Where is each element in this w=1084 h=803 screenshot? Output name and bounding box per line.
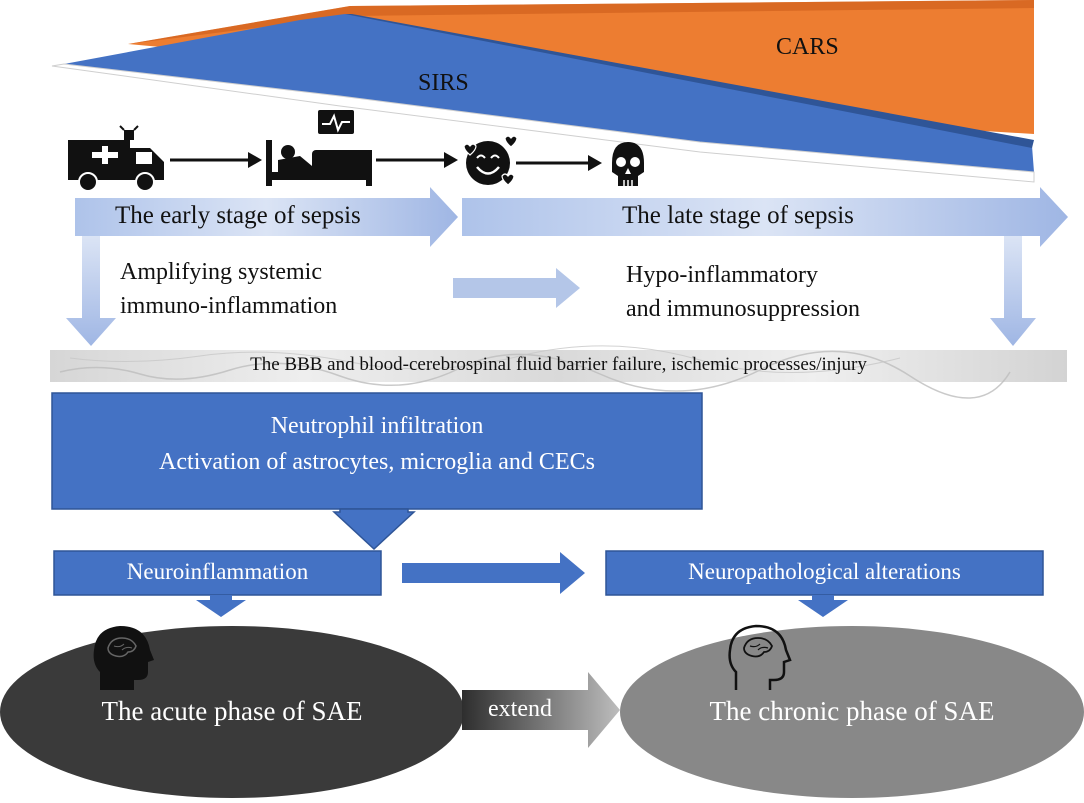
smiling-face-hearts-icon	[463, 135, 518, 186]
early-description-line2: immuno-inflammation	[120, 293, 338, 319]
cars-label: CARS	[776, 34, 839, 60]
neuroinflammation-down-arrow	[196, 595, 246, 617]
chronic-phase-label: The chronic phase of SAE	[709, 696, 995, 726]
neuroinflammation-box	[53, 550, 382, 596]
neuroinflammation-label: Neuroinflammation	[126, 559, 309, 584]
neutrophil-line2: Activation of astrocytes, microglia and …	[159, 449, 595, 475]
head-brain-icon-chronic	[728, 624, 792, 690]
sirs-curve-edge	[345, 14, 1034, 148]
neuropathological-label: Neuropathological alterations	[688, 559, 961, 584]
neuropathological-down-arrow	[798, 595, 848, 617]
early-stage-arrow	[75, 187, 458, 247]
chronic-phase-ellipse	[620, 626, 1084, 798]
arrow-3-head	[588, 155, 602, 171]
neuropathological-box	[605, 550, 1044, 596]
barrier-label: The BBB and blood-cerebrospinal fluid ba…	[250, 354, 867, 375]
skull-icon	[612, 142, 644, 186]
base-stripe	[51, 63, 1035, 183]
ambulance-icon	[68, 125, 164, 192]
progression-arrow	[453, 268, 580, 308]
late-stage-arrow	[462, 187, 1068, 247]
late-down-arrow	[990, 236, 1036, 346]
neutrophil-box	[51, 392, 703, 510]
sirs-label: SIRS	[418, 70, 469, 96]
early-stage-label: The early stage of sepsis	[115, 202, 361, 229]
neutrophil-line1: Neutrophil infiltration	[270, 413, 484, 439]
neutrophil-down-arrow	[332, 508, 416, 551]
sirs-curve	[64, 14, 1034, 172]
head-brain-icon-acute	[93, 626, 154, 690]
arrow-2-head	[444, 152, 458, 168]
extend-arrow	[462, 672, 620, 748]
early-down-arrow	[66, 236, 116, 346]
arrow-1-head	[248, 152, 262, 168]
cars-curve-top	[128, 0, 1034, 44]
hospital-bed-monitor-icon	[266, 110, 372, 186]
acute-phase-label: The acute phase of SAE	[101, 696, 363, 726]
late-stage-label: The late stage of sepsis	[622, 202, 854, 229]
neuro-progression-arrow	[402, 552, 585, 594]
early-description-line1: Amplifying systemic	[120, 259, 322, 285]
late-description-line1: Hypo-inflammatory	[626, 262, 818, 288]
barrier-band	[50, 350, 1067, 382]
extend-label: extend	[488, 696, 552, 722]
late-description-line2: and immunosuppression	[626, 296, 860, 322]
